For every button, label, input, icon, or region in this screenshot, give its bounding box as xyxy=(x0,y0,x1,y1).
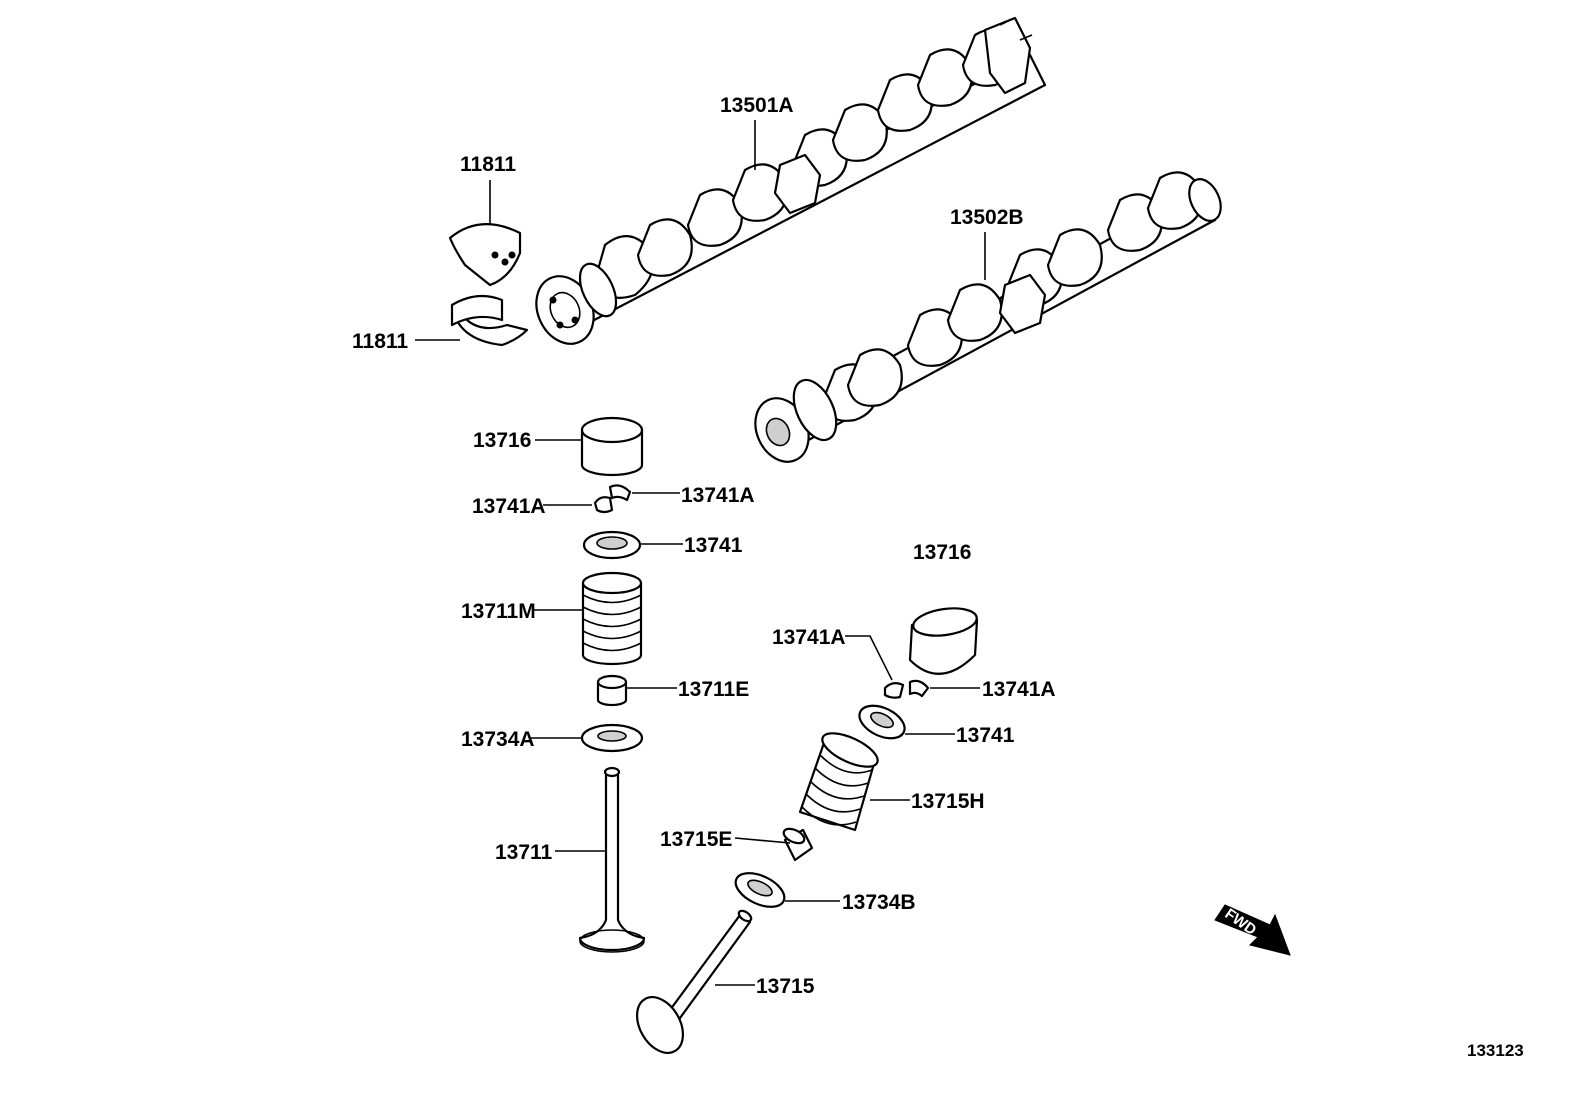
spring-intake[interactable] xyxy=(581,571,643,666)
label-keeper-exhaust-left: 13741A xyxy=(772,626,846,649)
label-keeper-exhaust-right: 13741A xyxy=(982,678,1056,701)
label-camshaft-intake: 13501A xyxy=(720,94,794,117)
label-lifter-intake: 13716 xyxy=(473,429,531,452)
label-retainer-intake: 13741 xyxy=(684,534,743,557)
camshaft-exhaust[interactable] xyxy=(745,171,1227,470)
label-bearing-upper: 11811 xyxy=(460,153,516,176)
retainer-intake[interactable] xyxy=(582,530,642,560)
lifter-exhaust[interactable] xyxy=(908,605,979,675)
label-valve-intake: 13711 xyxy=(495,841,553,864)
label-spring-exhaust: 13715H xyxy=(911,790,985,813)
fwd-arrow: FWD xyxy=(1214,904,1291,956)
label-stem-seal-intake: 13711E xyxy=(678,678,749,701)
retainer-exhaust[interactable] xyxy=(854,699,909,745)
diagram-reference-number: 133123 xyxy=(1467,1041,1524,1060)
leader-lines xyxy=(415,120,986,986)
keeper-intake-right[interactable] xyxy=(608,484,632,502)
label-retainer-exhaust: 13741 xyxy=(956,724,1015,747)
label-valve-exhaust: 13715 xyxy=(756,975,815,998)
bearing-lower[interactable] xyxy=(450,294,529,347)
keeper-exhaust-left[interactable] xyxy=(883,681,905,699)
label-camshaft-exhaust: 13502B xyxy=(950,206,1024,229)
camshaft-exhaust-lobes xyxy=(821,171,1203,422)
keeper-intake-left[interactable] xyxy=(593,496,614,514)
keeper-exhaust-right[interactable] xyxy=(908,679,930,698)
bearing-upper[interactable] xyxy=(448,223,522,287)
label-keeper-intake-right: 13741A xyxy=(681,484,755,507)
label-spring-seat-exhaust: 13734B xyxy=(842,891,916,914)
stem-seal-intake[interactable] xyxy=(596,674,628,707)
valve-intake[interactable] xyxy=(578,766,646,953)
stem-seal-exhaust[interactable] xyxy=(781,826,814,862)
label-spring-seat-intake: 13734A xyxy=(461,728,535,751)
spring-seat-intake[interactable] xyxy=(580,723,644,753)
valve-exhaust[interactable] xyxy=(628,909,753,1061)
label-keeper-intake-left: 13741A xyxy=(472,495,546,518)
label-lifter-exhaust: 13716 xyxy=(913,541,971,564)
spring-exhaust[interactable] xyxy=(798,726,882,832)
label-bearing-lower: 11811 xyxy=(352,330,408,353)
label-spring-intake: 13711M xyxy=(461,600,536,623)
lifter-intake[interactable] xyxy=(580,416,644,477)
spring-seat-exhaust[interactable] xyxy=(731,866,790,913)
label-stem-seal-exhaust: 13715E xyxy=(660,828,732,851)
camshaft-intake[interactable] xyxy=(526,16,1047,353)
